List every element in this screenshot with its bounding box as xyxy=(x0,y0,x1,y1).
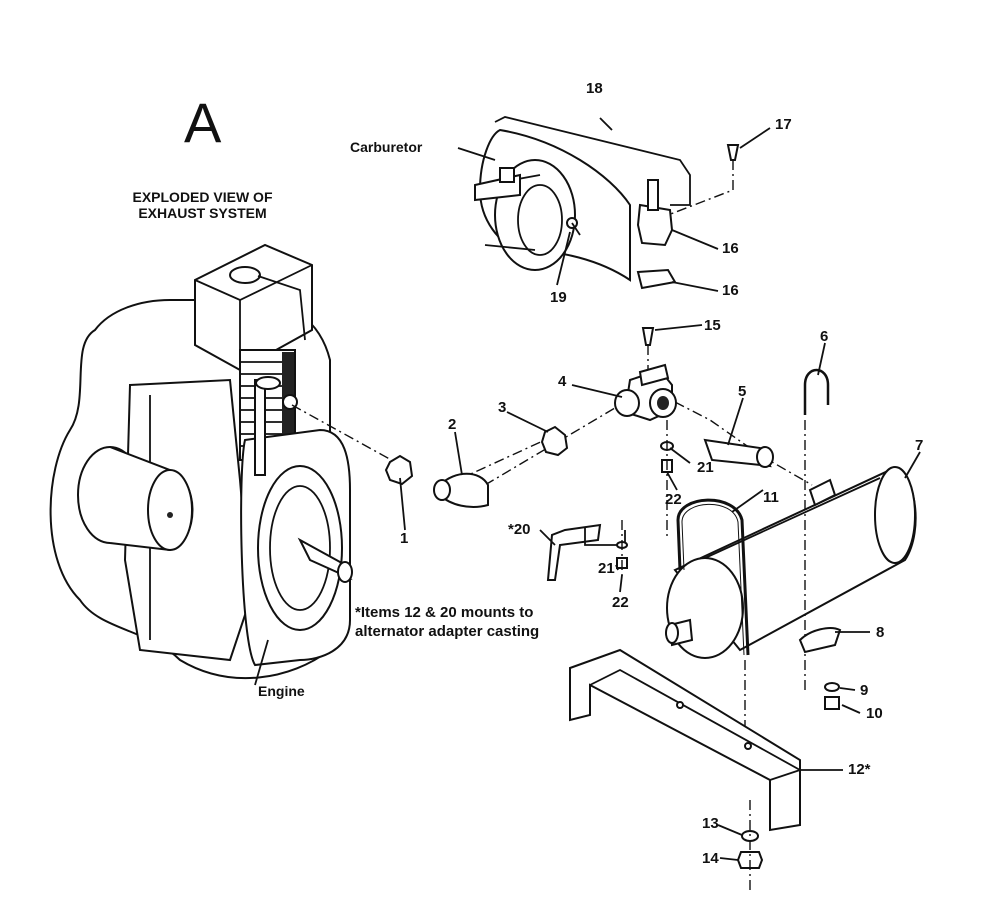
part-number-1: 1 xyxy=(400,530,409,547)
mount-bracket-12 xyxy=(569,648,801,832)
heat-shield-top xyxy=(636,203,674,247)
link-rod xyxy=(494,116,691,206)
gasket-3 xyxy=(540,425,569,457)
part-number-7: 7 xyxy=(915,437,924,454)
carburetor-label: Carburetor xyxy=(350,139,423,155)
part-number-6: 6 xyxy=(820,328,829,345)
figure-title: EXPLODED VIEW OF EXHAUST SYSTEM xyxy=(110,189,295,221)
gasket-1 xyxy=(384,454,414,486)
part-number-21-lower: 21 xyxy=(598,560,615,577)
part-number-13: 13 xyxy=(702,815,719,832)
figure-title-line2: EXHAUST SYSTEM xyxy=(138,205,267,222)
u-bolt-6 xyxy=(803,368,830,415)
part-number-4: 4 xyxy=(558,373,567,390)
elbow-2 xyxy=(439,472,489,508)
part-number-16-heat-shield: 16 xyxy=(722,240,739,257)
muffler-drawing xyxy=(665,466,917,659)
clamp-8 xyxy=(798,627,842,654)
part-number-15: 15 xyxy=(704,317,721,334)
part-number-22-lower: 22 xyxy=(612,594,629,611)
part-number-10: 10 xyxy=(866,705,883,722)
mounting-note-line2: alternator adapter casting xyxy=(355,622,540,640)
section-letter: A xyxy=(184,91,222,154)
mounting-note: *Items 12 & 20 mounts to alternator adap… xyxy=(355,604,539,642)
part-number-8: 8 xyxy=(876,624,885,641)
engine-drawing xyxy=(49,243,353,686)
part-number-22-upper: 22 xyxy=(665,491,682,508)
mounting-note-line1: *Items 12 & 20 mounts to xyxy=(355,604,534,621)
part-number-9: 9 xyxy=(860,682,869,699)
part-number-3: 3 xyxy=(498,399,507,416)
tee-fitting xyxy=(614,363,677,422)
part-number-17: 17 xyxy=(775,116,792,133)
part-number-19: 19 xyxy=(550,289,567,306)
part-number-20: *20 xyxy=(508,521,531,538)
figure-title-line1: EXPLODED VIEW OF xyxy=(132,189,273,205)
u-bolt-11 xyxy=(676,498,750,656)
part-number-12: 12* xyxy=(848,761,871,778)
part-number-16-gasket: 16 xyxy=(722,282,739,299)
part-number-21-upper: 21 xyxy=(697,459,714,476)
engine-label: Engine xyxy=(258,683,305,699)
part-number-18: 18 xyxy=(586,80,603,97)
bracket-20 xyxy=(546,523,602,581)
part-number-2: 2 xyxy=(448,416,457,433)
leader-lines xyxy=(399,127,921,861)
gasket xyxy=(636,268,677,290)
part-number-5: 5 xyxy=(738,383,747,400)
part-number-11: 11 xyxy=(763,489,779,506)
carburetor-drawing xyxy=(474,128,631,282)
part-number-14: 14 xyxy=(702,850,719,867)
